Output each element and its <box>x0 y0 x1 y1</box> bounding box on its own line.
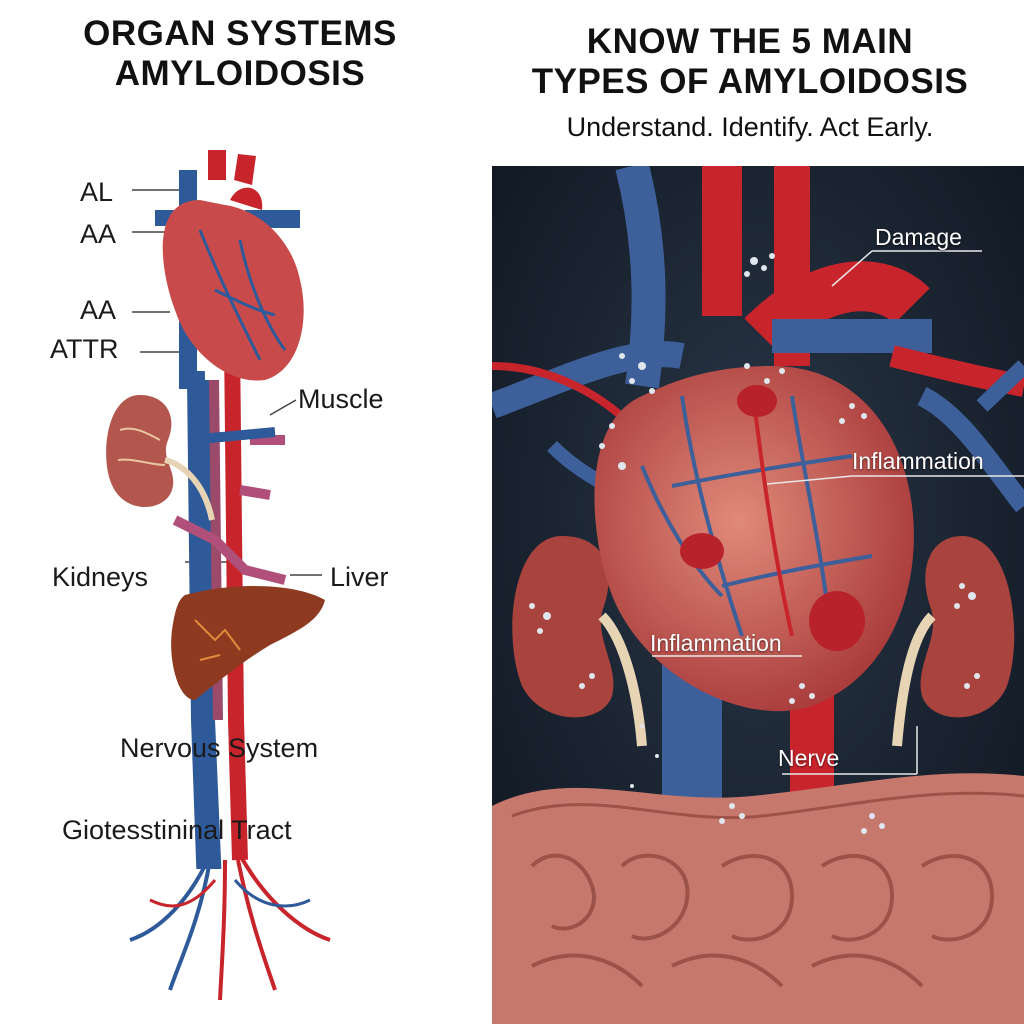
heart-illustration <box>155 150 304 381</box>
label-inflammation-1: Inflammation <box>852 448 984 474</box>
intestine-illustration <box>492 773 1024 1024</box>
liver-illustration <box>171 585 325 700</box>
label-kidneys: Kidneys <box>52 562 149 592</box>
lesion <box>737 385 777 417</box>
right-title-line1: KNOW THE 5 MAIN <box>586 22 914 61</box>
right-title-line2: TYPES OF AMYLOIDOSIS <box>531 62 969 101</box>
label-liver: Liver <box>330 562 389 592</box>
label-attr: ATTR <box>50 334 119 364</box>
kidneys-illustration <box>512 536 1015 747</box>
lesion <box>809 591 865 651</box>
left-title-line1: ORGAN SYSTEMS <box>83 14 397 53</box>
kidney-illustration <box>106 395 215 521</box>
organ-systems-illustration <box>106 150 331 1001</box>
right-title: KNOW THE 5 MAIN TYPES OF AMYLOIDOSIS <box>500 22 1000 102</box>
label-pointer-lines <box>652 250 1024 775</box>
label-damage: Damage <box>875 224 962 250</box>
label-gi-tract: Giotesstininal Tract <box>62 815 292 845</box>
label-nervous-system: Nervous System <box>120 733 319 763</box>
label-inflammation-2: Inflammation <box>650 630 782 656</box>
amyloid-deposits <box>529 253 980 834</box>
left-title-line2: AMYLOIDOSIS <box>114 54 366 93</box>
vessel-branches <box>129 854 331 1001</box>
lesion <box>680 533 724 569</box>
label-aa-1: AA <box>80 219 117 249</box>
label-aa-2: AA <box>80 295 117 325</box>
heart-illustration <box>594 366 914 712</box>
right-subtitle: Understand. Identify. Act Early. <box>566 112 934 142</box>
label-al: AL <box>80 177 114 207</box>
amyloidosis-illustration <box>492 166 1024 1024</box>
label-muscle: Muscle <box>298 384 384 414</box>
label-nerve: Nerve <box>778 745 840 771</box>
left-title: ORGAN SYSTEMS AMYLOIDOSIS <box>20 14 460 94</box>
